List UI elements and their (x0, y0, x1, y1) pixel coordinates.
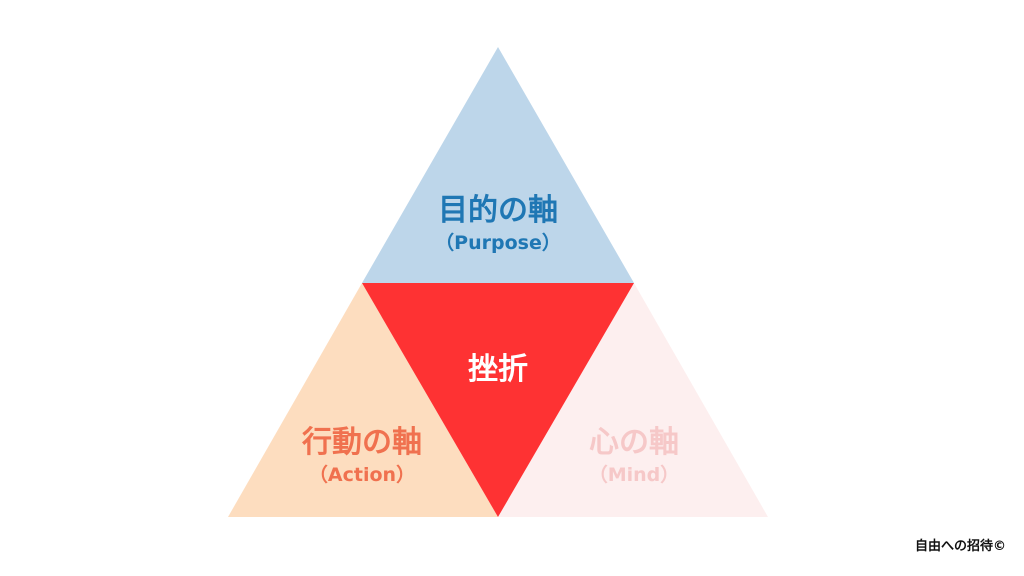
action-subtitle: （Action） (308, 464, 416, 486)
frustration-label: 挫折 (468, 352, 528, 387)
mind-triangle (498, 283, 768, 517)
mind-subtitle: （Mind） (588, 464, 680, 486)
copyright-text: 自由への招待© (914, 539, 1006, 554)
frustration-triangle (362, 283, 634, 517)
purpose-label: 目的の軸 （Purpose） (435, 196, 561, 253)
mind-label: 心の軸 （Mind） (589, 428, 680, 485)
action-triangle (228, 283, 498, 517)
purpose-title: 目的の軸 (437, 193, 558, 228)
mind-title: 心の軸 (589, 425, 679, 460)
purpose-triangle (362, 47, 634, 283)
action-title: 行動の軸 (302, 425, 422, 460)
action-label: 行動の軸 （Action） (302, 428, 422, 485)
purpose-subtitle: （Purpose） (435, 232, 561, 254)
